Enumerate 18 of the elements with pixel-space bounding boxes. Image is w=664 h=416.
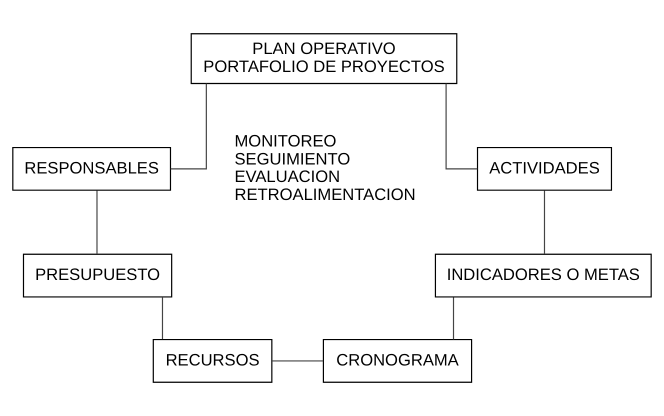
connector [162,297,164,340]
connector [96,190,98,254]
node-box: RECURSOS [152,339,272,383]
node-box: PRESUPUESTO [22,254,172,298]
label: EVALUACION [234,167,340,186]
node-box: INDICADORES O METAS [434,254,652,298]
node-box: RESPONSABLES [12,146,172,191]
label: RETROALIMENTACION [234,184,416,204]
connector [446,84,478,170]
connector [170,84,207,170]
node-box: PLAN OPERATIVO PORTAFOLIO DE PROYECTOS [190,33,458,84]
connector [544,190,546,254]
connector [452,297,454,340]
connector [272,360,324,362]
node-box: ACTIVIDADES [476,146,612,191]
label: SEGUIMIENTO [234,149,350,168]
node-box: CRONOGRAMA [322,339,472,383]
label: MONITOREO [234,132,336,151]
